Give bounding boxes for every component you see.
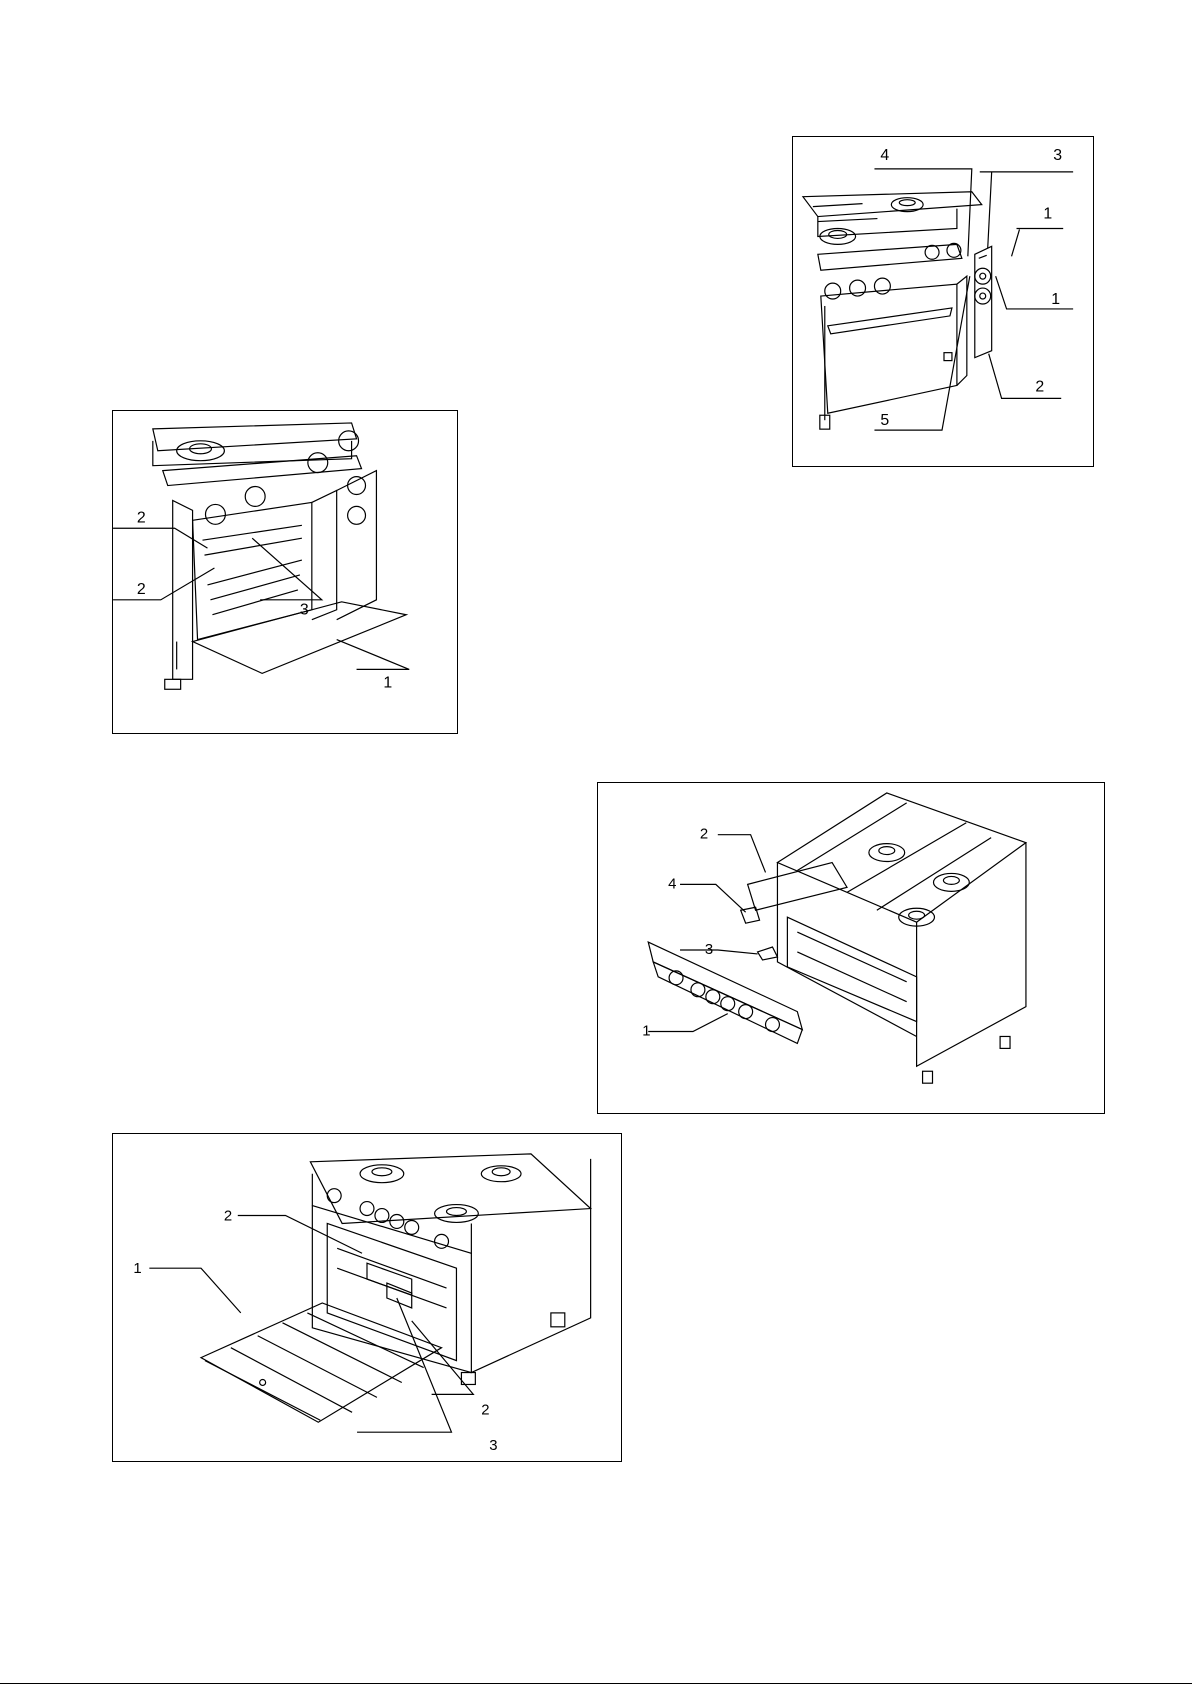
callout-label: 4 <box>668 876 676 892</box>
oven-floor-drawing: 2 1 2 3 <box>113 1134 621 1461</box>
callout-label: 5 <box>880 412 889 429</box>
callout-label: 1 <box>133 1261 141 1277</box>
footer-rule <box>0 1683 1192 1684</box>
cooker-illustration <box>113 423 409 689</box>
callout-label: 2 <box>137 581 146 598</box>
callout-label: 3 <box>705 942 713 958</box>
front-panel-drawing: 2 4 3 1 <box>598 783 1104 1113</box>
callout-label: 1 <box>1051 291 1060 308</box>
callout-label: 2 <box>481 1402 489 1418</box>
callout-label: 3 <box>300 602 309 619</box>
side-panel-drawing: 4 3 1 1 2 5 <box>793 137 1093 466</box>
callout-label: 4 <box>880 147 889 164</box>
callout-label: 2 <box>700 827 708 843</box>
oven-bottom-plate-drawing: 2 2 3 1 <box>113 411 457 733</box>
callout-label: 2 <box>224 1208 232 1224</box>
callout-label: 1 <box>1043 206 1052 223</box>
callout-label: 2 <box>137 509 146 526</box>
callout-label: 1 <box>383 674 392 691</box>
figure-oven-floor: 2 1 2 3 <box>112 1133 622 1462</box>
callout-label: 3 <box>489 1438 497 1454</box>
callout-label: 3 <box>1053 147 1062 164</box>
figure-front-panel: 2 4 3 1 <box>597 782 1105 1114</box>
cooker-illustration <box>149 1154 590 1432</box>
callout-labels: 2 4 3 1 <box>642 827 713 1040</box>
figure-side-panel: 4 3 1 1 2 5 <box>792 136 1094 467</box>
cooker-illustration <box>803 169 1073 430</box>
callout-label: 2 <box>1035 378 1044 395</box>
callout-label: 1 <box>642 1023 650 1039</box>
figure-oven-bottom-plate: 2 2 3 1 <box>112 410 458 734</box>
